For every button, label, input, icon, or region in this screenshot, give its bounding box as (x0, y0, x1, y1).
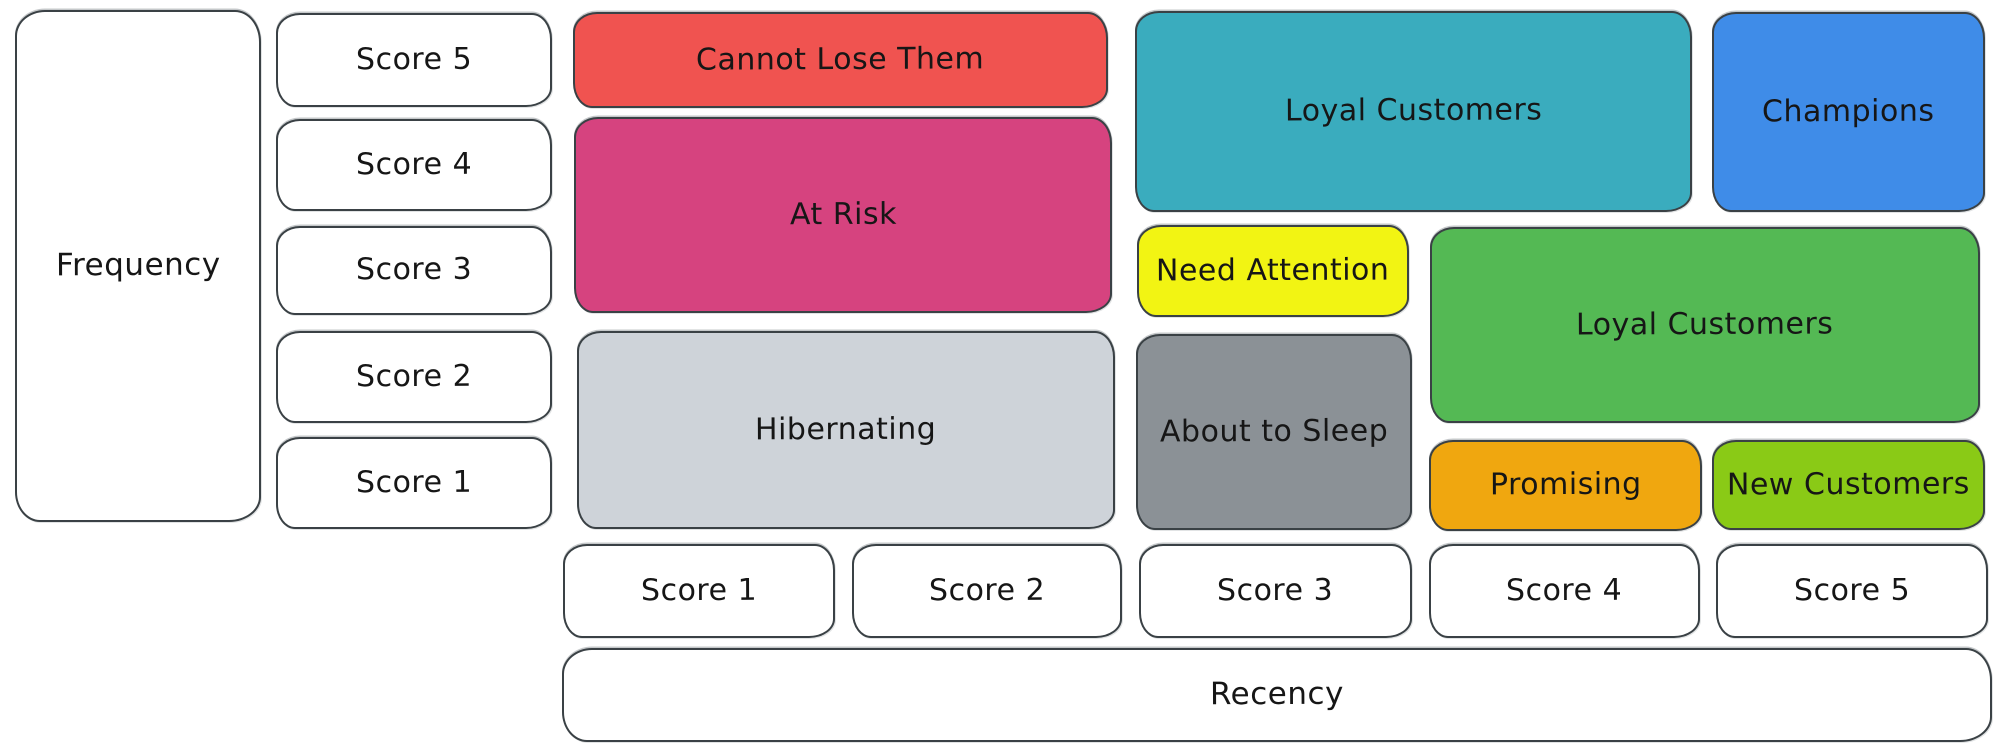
segment-cannot-lose-them-label: Cannot Lose Them (696, 41, 985, 78)
frequency-score-2-label: Score 2 (355, 358, 473, 395)
segment-new-customers: New Customers (1712, 440, 1985, 530)
segment-at-risk: At Risk (574, 117, 1112, 313)
frequency-score-1-label: Score 1 (355, 464, 473, 501)
segment-new-customers-label: New Customers (1726, 466, 1970, 503)
recency-score-3-label: Score 3 (1217, 572, 1334, 609)
frequency-score-5: Score 5 (276, 13, 552, 107)
frequency-score-3-label: Score 3 (355, 251, 473, 288)
segment-loyal-customers-right-label: Loyal Customers (1576, 306, 1834, 343)
recency-score-5: Score 5 (1716, 544, 1988, 638)
frequency-score-4-label: Score 4 (355, 146, 473, 183)
segment-hibernating-label: Hibernating (755, 411, 937, 448)
recency-score-1: Score 1 (563, 544, 835, 638)
recency-score-4-label: Score 4 (1506, 572, 1623, 609)
recency-score-3: Score 3 (1139, 544, 1412, 638)
segment-need-attention: Need Attention (1137, 225, 1409, 317)
segment-loyal-customers-top: Loyal Customers (1135, 11, 1692, 212)
frequency-score-3: Score 3 (276, 226, 552, 315)
segment-at-risk-label: At Risk (789, 196, 897, 232)
segment-cannot-lose-them: Cannot Lose Them (573, 12, 1108, 108)
segment-champions: Champions (1712, 12, 1985, 212)
recency-axis-label: Recency (1209, 675, 1345, 713)
frequency-score-5-label: Score 5 (355, 41, 473, 78)
frequency-score-4: Score 4 (276, 119, 552, 211)
segment-hibernating: Hibernating (577, 331, 1115, 529)
frequency-axis-label: Frequency (55, 246, 221, 284)
frequency-axis: Frequency (15, 10, 261, 522)
recency-score-2: Score 2 (852, 544, 1122, 638)
recency-score-2-label: Score 2 (928, 572, 1046, 609)
frequency-score-1: Score 1 (276, 437, 552, 529)
segment-promising-label: Promising (1489, 466, 1642, 503)
segment-about-to-sleep-label: About to Sleep (1159, 413, 1389, 450)
recency-score-4: Score 4 (1429, 544, 1700, 638)
segment-need-attention-label: Need Attention (1156, 252, 1390, 289)
segment-loyal-customers-right: Loyal Customers (1430, 227, 1980, 423)
recency-score-5-label: Score 5 (1793, 572, 1911, 609)
recency-axis: Recency (562, 648, 1992, 742)
segment-promising: Promising (1429, 440, 1702, 531)
segment-loyal-customers-top-label: Loyal Customers (1284, 92, 1543, 129)
segment-about-to-sleep: About to Sleep (1136, 334, 1412, 530)
segment-champions-label: Champions (1762, 93, 1935, 130)
frequency-score-2: Score 2 (276, 331, 552, 423)
recency-score-1-label: Score 1 (640, 572, 758, 609)
